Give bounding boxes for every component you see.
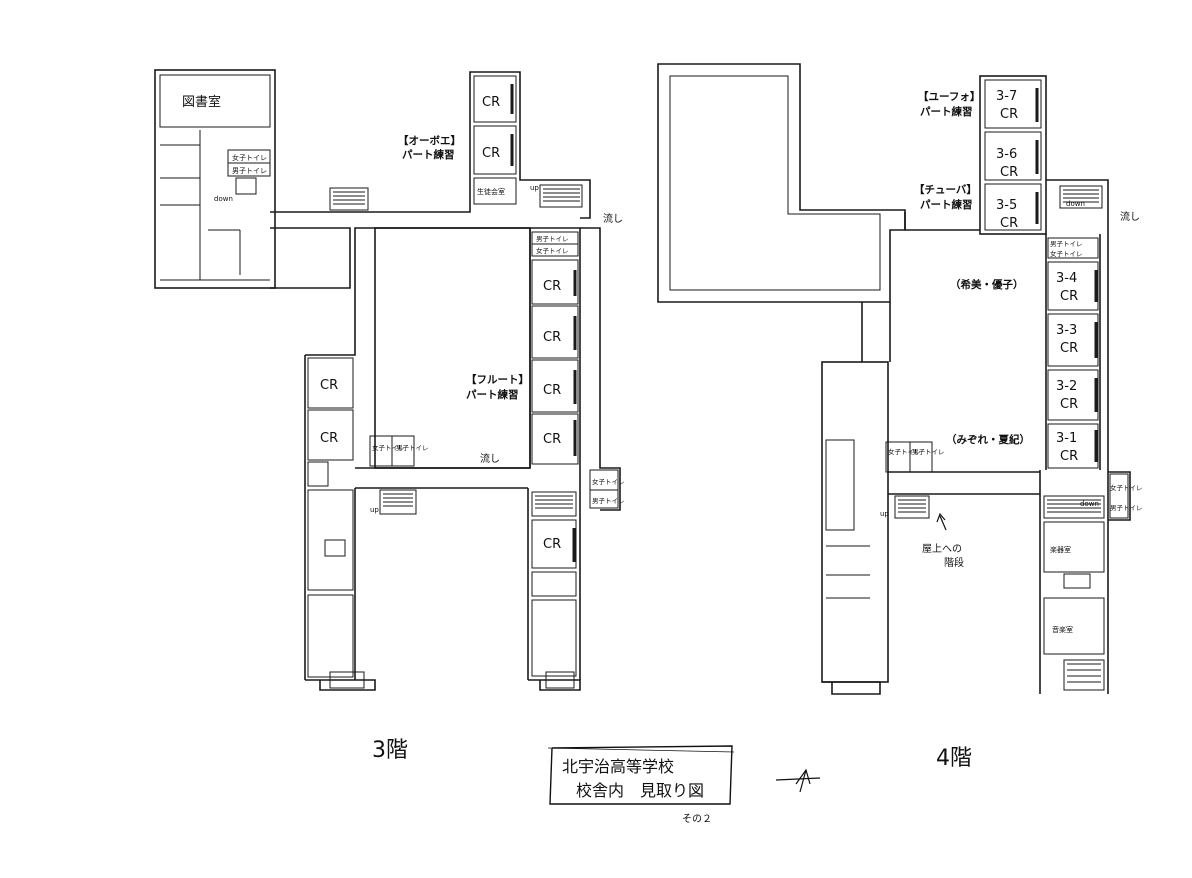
cr-room-label: CR: [543, 432, 561, 447]
class-3-5-label: 3-5: [996, 198, 1017, 213]
sink-label: 流し: [1120, 210, 1140, 223]
women-toilet-label: 女子トイレ: [232, 153, 267, 162]
oboe-part-label: 【オーボエ】: [398, 134, 461, 147]
class-3-1-label: 3-1: [1056, 431, 1077, 446]
title-box: 北宇治高等学校 校舎内 見取り図 その２: [547, 745, 735, 825]
cr-room-label: CR: [320, 378, 338, 393]
cr-room-label: CR: [1060, 449, 1078, 464]
floor-4-caption: 4階: [936, 746, 972, 771]
women-toilet-label: 女子トイレ: [1110, 483, 1143, 492]
cr-room-label: CR: [1060, 341, 1078, 356]
euphonium-part-label: 【ユーフォ】: [918, 90, 980, 103]
men-toilet-label: 男子トイレ: [536, 235, 569, 243]
stair-down-label: down: [1080, 500, 1099, 508]
stair-3f-right: [531, 491, 577, 517]
stair-4f-roof: [894, 495, 930, 519]
men-toilet-label: 男子トイレ: [912, 448, 945, 456]
tuba-part-label: 【チューバ】: [914, 183, 977, 196]
stair-4f-right: [1043, 495, 1105, 519]
class-3-2-label: 3-2: [1056, 379, 1077, 394]
cr-room-label: CR: [1000, 216, 1018, 231]
music-room-label: 音楽室: [1052, 625, 1073, 634]
men-toilet-label: 男子トイレ: [396, 444, 429, 452]
class-column-top: [979, 75, 1047, 235]
pair-nozomi-yuko-label: （希美・優子）: [950, 278, 1024, 291]
floor-4-plan: [657, 63, 1131, 695]
cr-room-label: CR: [543, 279, 561, 294]
class-3-4-label: 3-4: [1056, 271, 1077, 286]
euphonium-practice-label: パート練習: [920, 105, 973, 118]
men-toilet-label: 男子トイレ: [232, 167, 267, 175]
stair-3f-top: [329, 187, 369, 211]
stair-3f-bottom-left: [379, 489, 417, 515]
cr-room-label: CR: [1000, 165, 1018, 180]
cr-room-label: CR: [543, 383, 561, 398]
flute-practice-label: パート練習: [466, 388, 519, 401]
cr-room-label: CR: [543, 330, 561, 345]
cr-room-label: CR: [543, 537, 561, 552]
men-toilet-label: 男子トイレ: [1110, 504, 1143, 512]
tuba-practice-label: パート練習: [920, 198, 973, 211]
men-toilet-label: 男子トイレ: [1050, 240, 1083, 248]
cr-room-label: CR: [482, 146, 500, 161]
north-arrow-icon: [775, 768, 821, 793]
stair-3f-bottom-left-end: [329, 671, 365, 689]
floor-3-labels: 図書室 女子トイレ 男子トイレ down 【オーボエ】 パート練習 CR CR …: [182, 94, 625, 763]
roof-outline: [657, 63, 906, 303]
courtyard-3f: [374, 227, 531, 469]
library-block-outline: [154, 69, 276, 289]
women-toilet-label: 女子トイレ: [888, 447, 921, 456]
women-toilet-label: 女子トイレ: [372, 443, 405, 452]
sheet-number: その２: [682, 813, 712, 825]
stair-4f-top: [1059, 185, 1103, 209]
stair-3f-top-right: [539, 184, 583, 208]
student-council-label: 生徒会室: [477, 187, 505, 196]
wing-4f-left: [821, 361, 889, 683]
stair-up-label: up: [880, 510, 889, 518]
pair-mizore-natsuki-label: （みぞれ・夏紀）: [946, 433, 1030, 446]
stair-down-label: down: [214, 195, 233, 203]
sink-label: 流し: [603, 212, 623, 225]
stair-up-label: up: [370, 506, 379, 514]
roof-stairs-arrow: [936, 512, 947, 531]
sink-label: 流し: [480, 452, 500, 465]
stair-up-label: up: [530, 184, 539, 192]
cr-room-label: CR: [320, 431, 338, 446]
women-toilet-label: 女子トイレ: [592, 477, 625, 486]
men-toilet-label: 男子トイレ: [592, 497, 625, 505]
roof-stairs-label-2: 階段: [944, 556, 964, 569]
library-label: 図書室: [182, 94, 221, 110]
class-3-7-label: 3-7: [996, 89, 1017, 104]
class-3-6-label: 3-6: [996, 147, 1017, 162]
floor-3-caption: 3階: [372, 738, 408, 763]
map-title: 校舎内 見取り図: [576, 781, 704, 800]
class-3-3-label: 3-3: [1056, 323, 1077, 338]
instrument-room-label: 楽器室: [1050, 545, 1071, 554]
cr-room-label: CR: [1060, 397, 1078, 412]
stair-4f-bottom: [1063, 659, 1105, 691]
cr-room-label: CR: [1060, 289, 1078, 304]
oboe-practice-label: パート練習: [402, 148, 455, 161]
women-toilet-label: 女子トイレ: [536, 246, 569, 255]
stair-down-label: down: [1066, 200, 1085, 208]
cr-room-label: CR: [1000, 107, 1018, 122]
school-name: 北宇治高等学校: [562, 757, 674, 776]
women-toilet-label: 女子トイレ: [1050, 249, 1083, 258]
flute-part-label: 【フルート】: [466, 373, 529, 386]
cr-room-label: CR: [482, 95, 500, 110]
roof-stairs-label: 屋上への: [922, 543, 962, 555]
floor-3-plan: [154, 69, 621, 691]
floor-4-labels: 【ユーフォ】 パート練習 【チューバ】 パート練習 3-7 CR 3-6 CR …: [880, 89, 1143, 771]
